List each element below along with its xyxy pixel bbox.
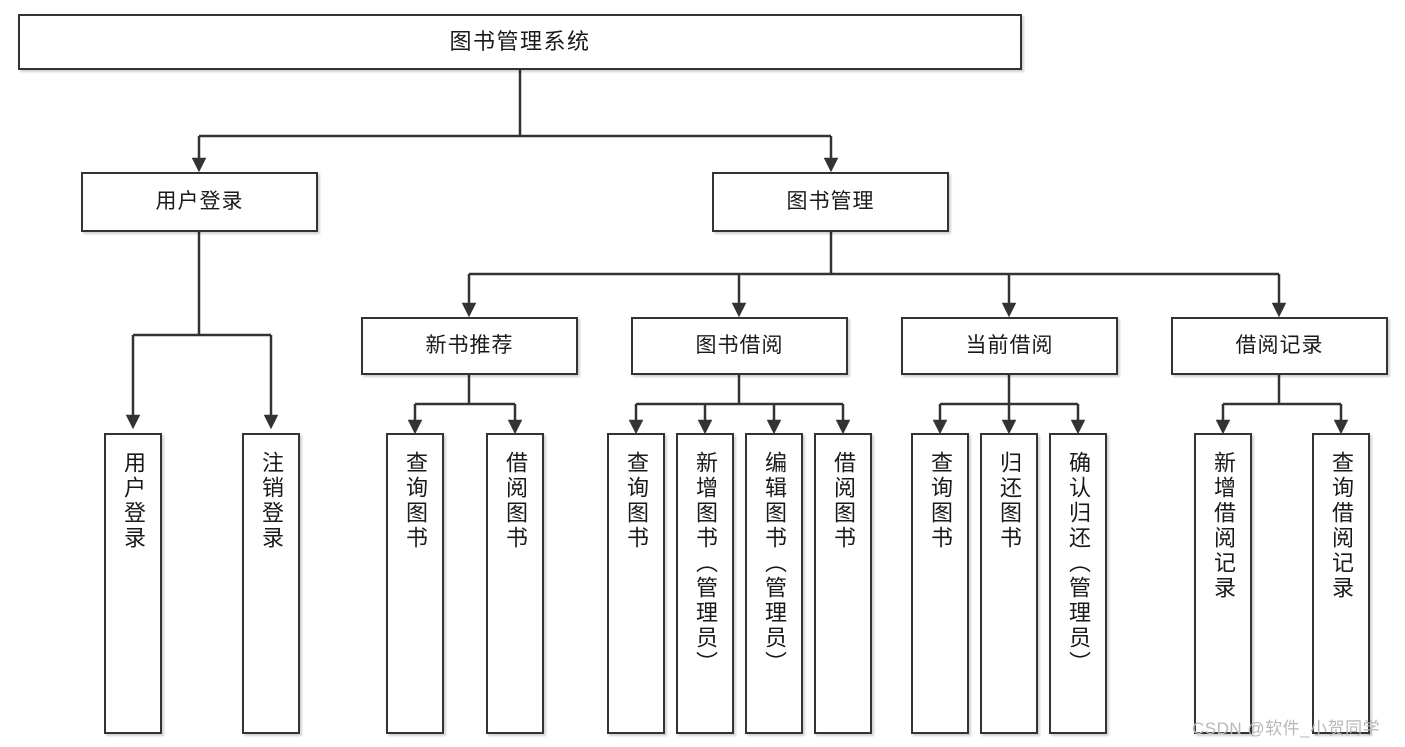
node-current-borrow[interactable]: 当前借阅 [901, 317, 1118, 375]
leaf-confirm-return[interactable]: 确认归还（管理员） [1049, 433, 1107, 734]
node-new-book-rec[interactable]: 新书推荐 [361, 317, 578, 375]
leaf-add-book-label: 新增图书（管理员） [693, 451, 718, 676]
leaf-confirm-return-label: 确认归还（管理员） [1066, 451, 1091, 676]
node-user-login-label: 用户登录 [155, 190, 244, 214]
leaf-query-book-1-label: 查询图书 [403, 451, 428, 551]
leaf-query-book-1[interactable]: 查询图书 [386, 433, 444, 734]
leaf-query-record[interactable]: 查询借阅记录 [1312, 433, 1370, 734]
leaf-add-book[interactable]: 新增图书（管理员） [676, 433, 734, 734]
leaf-query-book-2[interactable]: 查询图书 [607, 433, 665, 734]
csdn-watermark: CSDN @软件_小贺同学 [1192, 719, 1381, 738]
node-root[interactable]: 图书管理系统 [18, 14, 1022, 70]
leaf-edit-book-label: 编辑图书（管理员） [762, 451, 787, 676]
node-root-label: 图书管理系统 [449, 28, 591, 54]
node-borrow-record-label: 借阅记录 [1235, 334, 1324, 358]
node-book-borrow[interactable]: 图书借阅 [631, 317, 848, 375]
leaf-borrow-book-1-label: 借阅图书 [503, 451, 528, 551]
leaf-borrow-book-2-label: 借阅图书 [831, 451, 856, 551]
leaf-user-logout-label: 注销登录 [259, 451, 284, 551]
node-book-manage[interactable]: 图书管理 [712, 172, 949, 232]
node-borrow-record[interactable]: 借阅记录 [1171, 317, 1388, 375]
leaf-edit-book[interactable]: 编辑图书（管理员） [745, 433, 803, 734]
leaf-user-login-label: 用户登录 [121, 451, 146, 551]
leaf-borrow-book-1[interactable]: 借阅图书 [486, 433, 544, 734]
leaf-query-record-label: 查询借阅记录 [1329, 451, 1354, 601]
node-book-borrow-label: 图书借阅 [695, 334, 784, 358]
leaf-query-book-2-label: 查询图书 [624, 451, 649, 551]
node-book-manage-label: 图书管理 [786, 190, 875, 214]
node-user-login[interactable]: 用户登录 [81, 172, 318, 232]
leaf-query-book-3-label: 查询图书 [928, 451, 953, 551]
leaf-query-book-3[interactable]: 查询图书 [911, 433, 969, 734]
node-new-book-rec-label: 新书推荐 [425, 334, 514, 358]
leaf-return-book-label: 归还图书 [997, 451, 1022, 551]
leaf-return-book[interactable]: 归还图书 [980, 433, 1038, 734]
leaf-borrow-book-2[interactable]: 借阅图书 [814, 433, 872, 734]
leaf-user-logout[interactable]: 注销登录 [242, 433, 300, 734]
leaf-user-login[interactable]: 用户登录 [104, 433, 162, 734]
node-current-borrow-label: 当前借阅 [965, 334, 1054, 358]
leaf-add-record[interactable]: 新增借阅记录 [1194, 433, 1252, 734]
leaf-add-record-label: 新增借阅记录 [1211, 451, 1236, 601]
